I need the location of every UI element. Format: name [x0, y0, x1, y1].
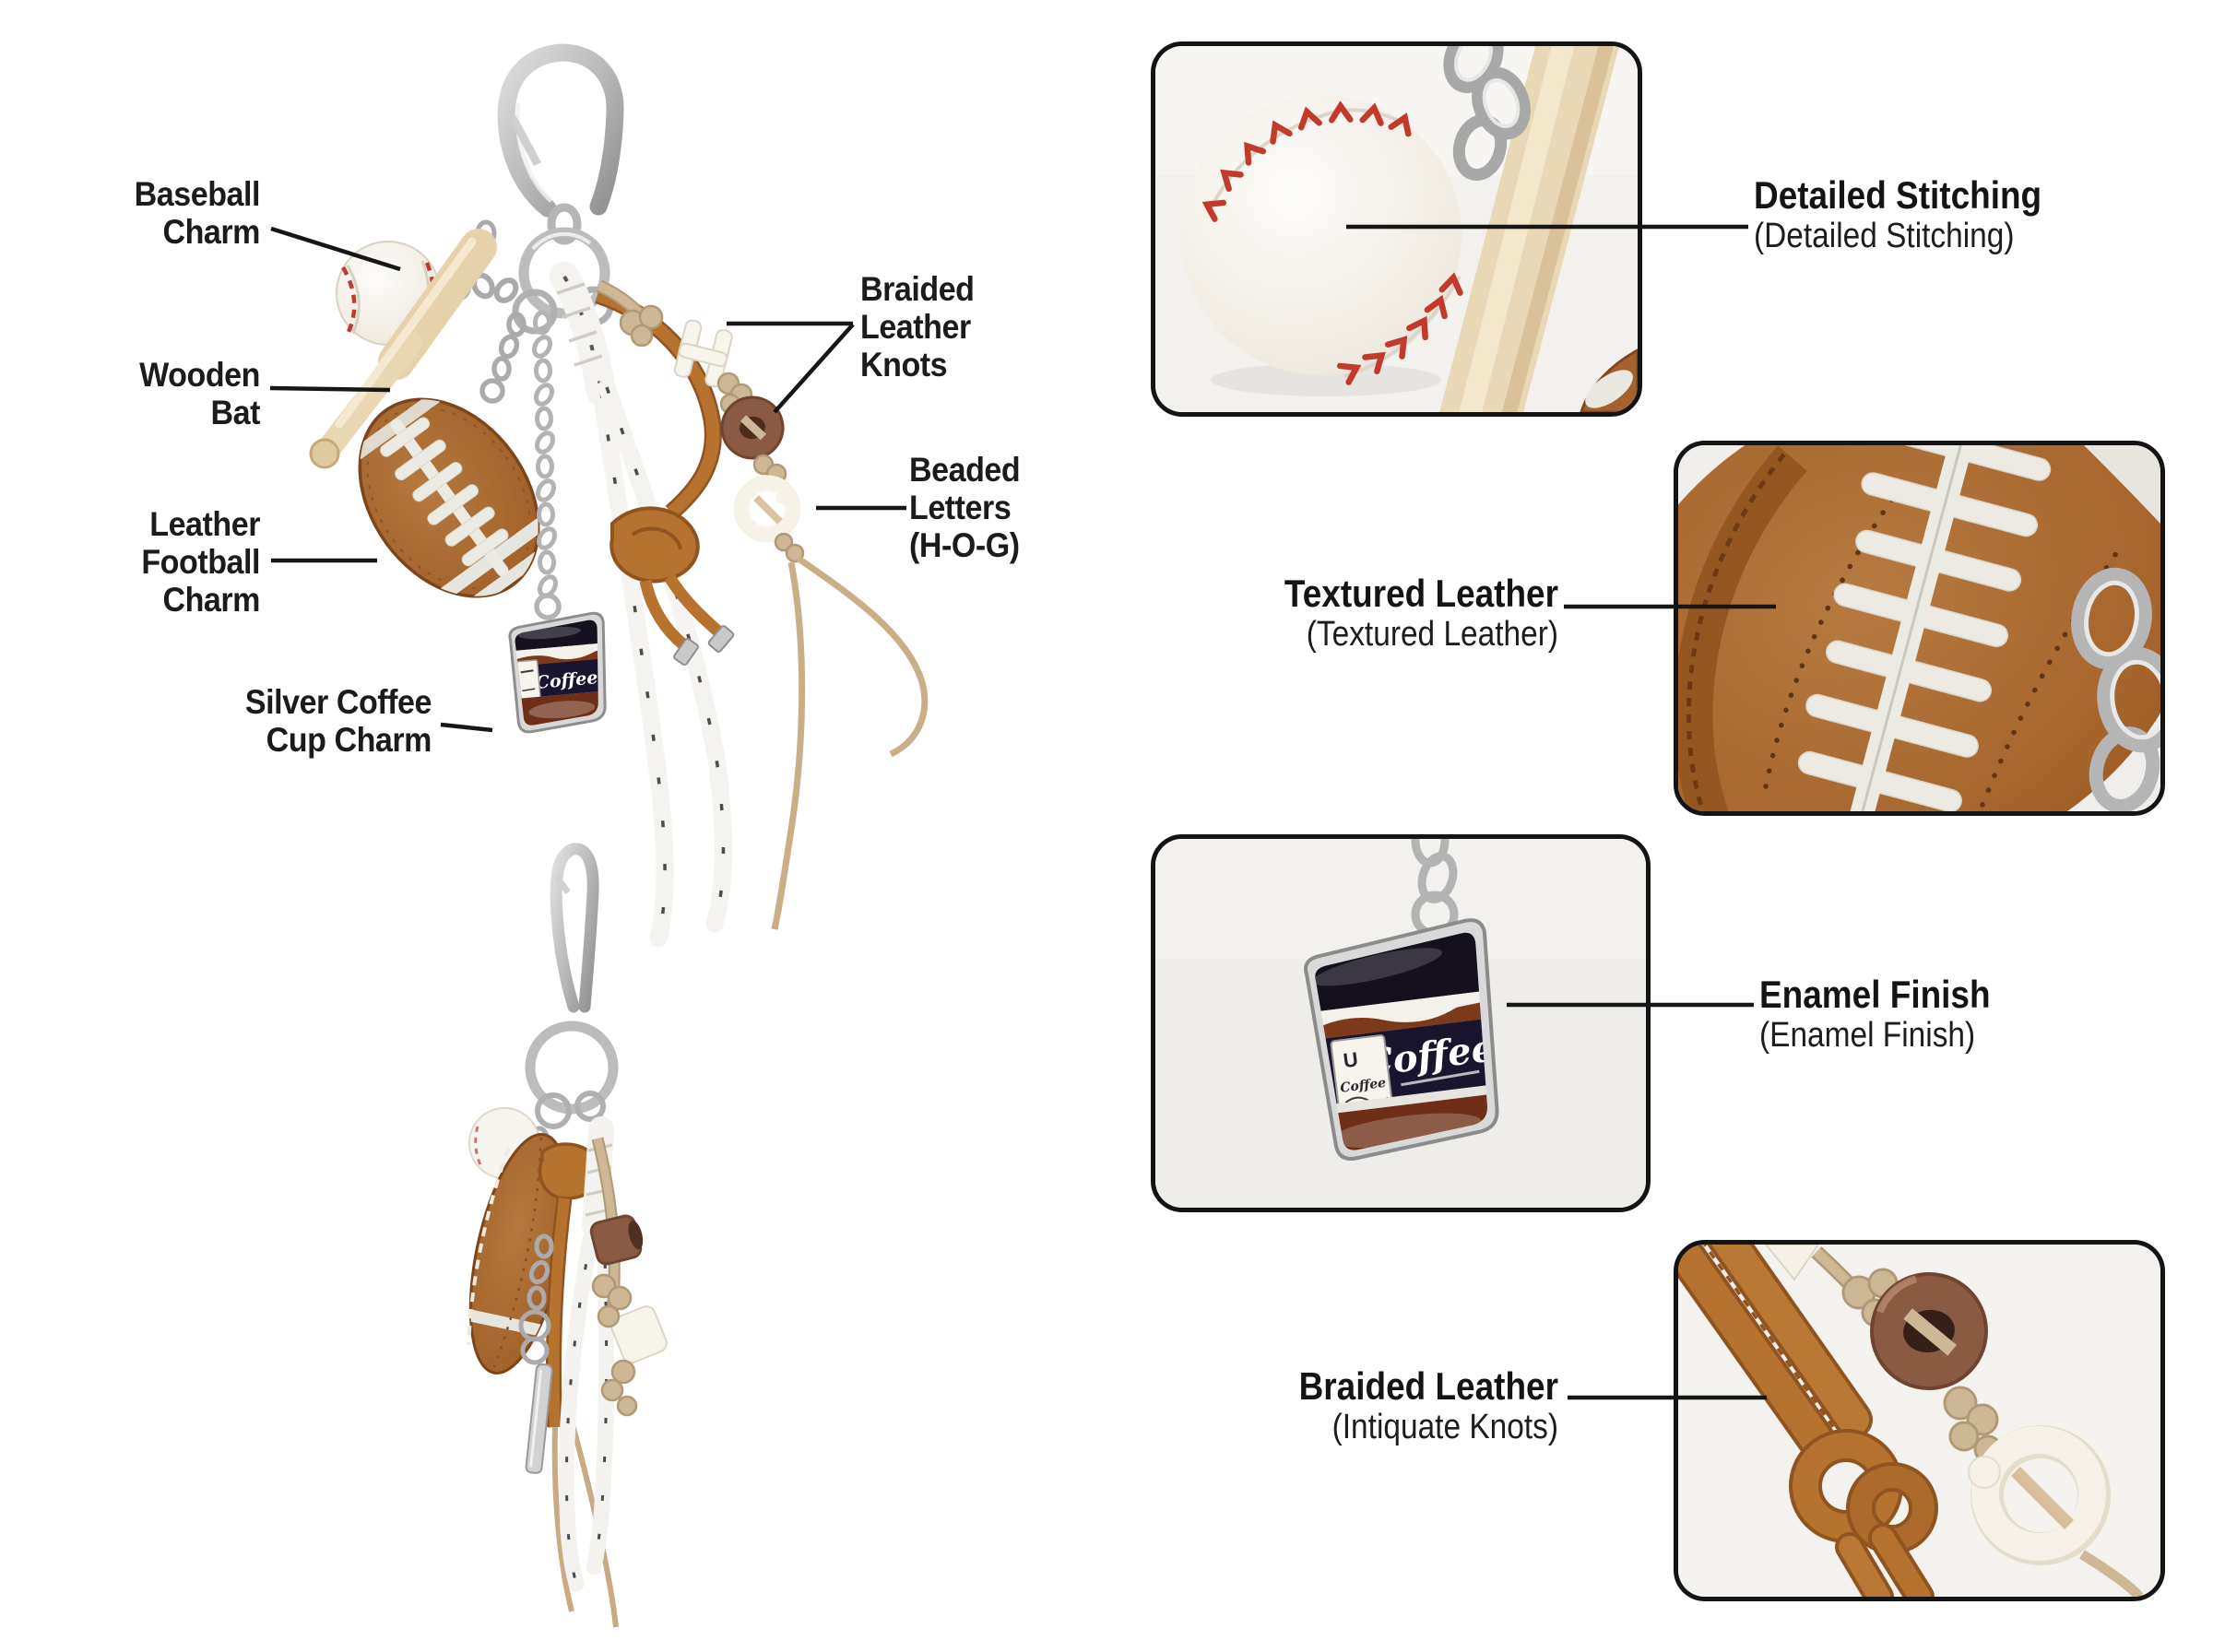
- leather-cord-knots: [594, 286, 735, 667]
- coffee-cup-charm: Coffee: [508, 611, 607, 734]
- baseball-detail-image: [1155, 46, 1638, 412]
- bead-letter-o: [720, 395, 785, 460]
- football-detail-image: [1678, 445, 2160, 811]
- football-chain: [479, 312, 527, 404]
- svg-text:Coffee: Coffee: [1340, 1076, 1388, 1096]
- bead-strand-side: [589, 1137, 668, 1417]
- carabiner-clasp-2: [550, 843, 599, 1013]
- detail-panel-texture: [1674, 441, 2165, 816]
- label-beaded-letters: Beaded Letters (H-O-G): [909, 451, 1021, 564]
- label-baseball-charm: Baseball Charm: [134, 175, 261, 251]
- wooden-bat: [309, 219, 497, 469]
- beige-bead-strand: [1764, 1245, 2144, 1597]
- braided-leather-detail-image: [1678, 1245, 2160, 1597]
- leather-cord-knot-2: [538, 1142, 619, 1628]
- enamel-coffee-cup: Coffee U Coffee: [1304, 918, 1499, 1161]
- detail-panel-enamel: Coffee U Coffee: [1151, 834, 1651, 1212]
- coffee-chain: [531, 310, 562, 620]
- label-leather-football-charm: Leather Football Charm: [141, 505, 260, 619]
- beaded-letter-strand: [596, 279, 929, 930]
- svg-text:U: U: [1342, 1047, 1359, 1072]
- label-braided-leather-knots: Braided Leather Knots: [860, 270, 975, 384]
- bead-letter-g-detail: [1968, 1425, 2111, 1565]
- bar-charm-chain: [518, 1233, 554, 1474]
- keychain-product-illustration: Coffee: [309, 43, 929, 1628]
- detail-panel-braided: [1674, 1240, 2165, 1601]
- label-silver-coffee-cup-charm: Silver Coffee Cup Charm: [244, 683, 432, 759]
- detail-panel-stitching: [1151, 41, 1642, 417]
- bead-letter-g: [733, 475, 801, 543]
- detail-label-braided: Braided Leather (Intiquate Knots): [1298, 1364, 1558, 1446]
- keychain-view-front: Coffee: [309, 43, 929, 948]
- detail-label-enamel: Enamel Finish (Enamel Finish): [1759, 973, 1991, 1055]
- carabiner-clasp: [497, 43, 624, 245]
- bead-letter-h: [673, 319, 733, 388]
- label-wooden-bat: Wooden Bat: [139, 356, 260, 431]
- coffee-charm-detail-image: Coffee U Coffee: [1155, 839, 1646, 1208]
- keychain-view-side: [452, 843, 668, 1628]
- rope-cord: [550, 262, 732, 948]
- detail-label-stitching: Detailed Stitching (Detailed Stitching): [1754, 173, 2042, 255]
- bead-letter-o-detail: [1870, 1272, 1988, 1390]
- tan-cord-knot: [1678, 1245, 1938, 1597]
- split-ring-2: [525, 1021, 619, 1115]
- detail-label-texture: Textured Leather (Textured Leather): [1284, 572, 1558, 654]
